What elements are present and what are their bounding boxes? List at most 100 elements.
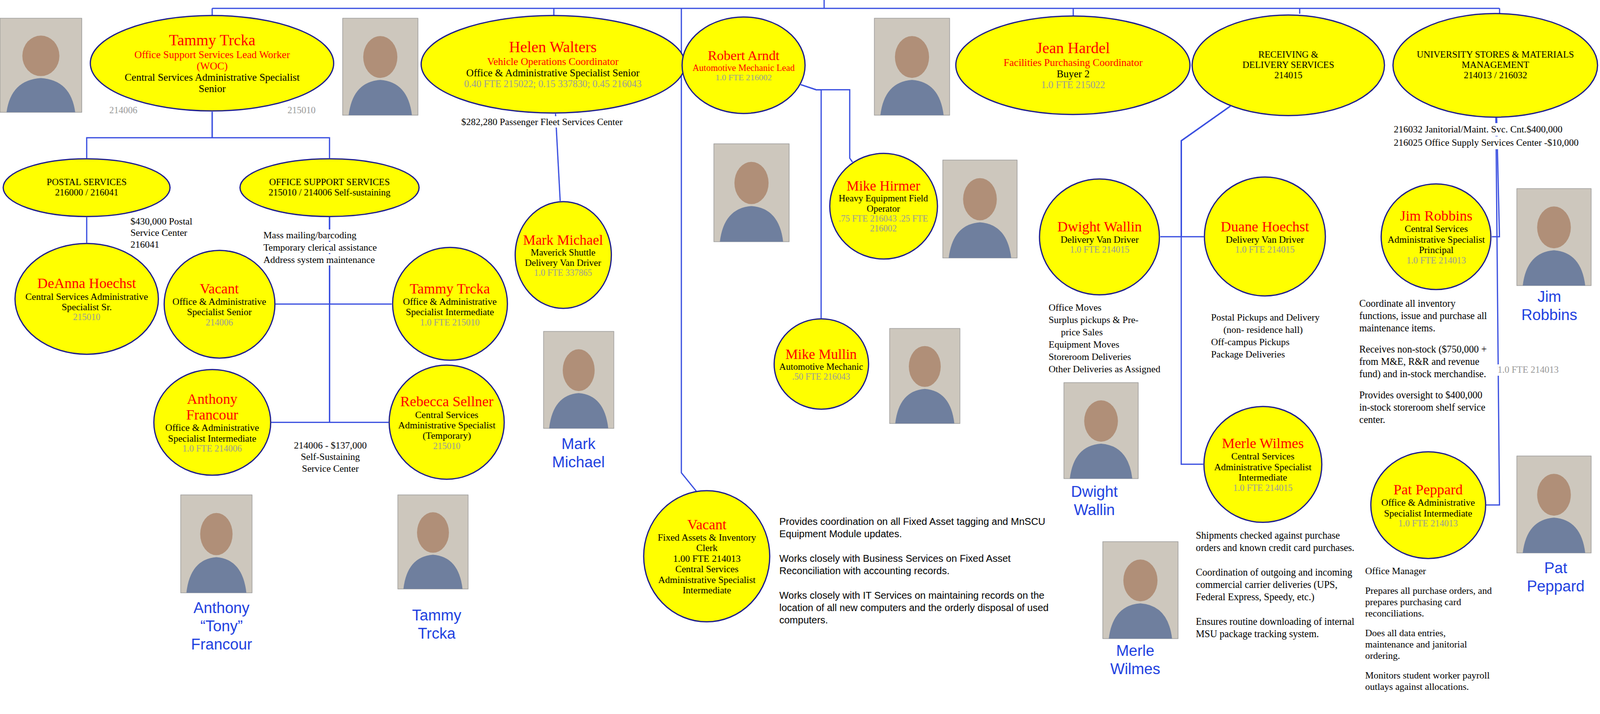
fte-code: 215010 [72, 311, 101, 322]
staff-ellipse: UNIVERSITY STORES & MATERIALS MANAGEMENT… [1392, 12, 1599, 118]
node-text: Mike MullinAutomotive Mechanic.50 FTE 21… [779, 346, 864, 383]
role-text: Maverick Shuttle Delivery Van Driver [524, 247, 602, 268]
duty-item: Temporary clerical assistance [263, 241, 377, 254]
staff-ellipse: Tammy TrckaOffice Support Services Lead … [89, 14, 335, 112]
person-name: Pat Peppard [1393, 481, 1464, 498]
ellipse-shape [643, 490, 770, 622]
role-text: Fixed Assets & Inventory Clerk [657, 532, 757, 553]
staff-ellipse: Mike MullinAutomotive Mechanic.50 FTE 21… [773, 318, 870, 410]
connector-line [1181, 106, 1231, 465]
ellipse-shape [1370, 451, 1486, 559]
text-line: Central Services Administrative Speciali… [648, 563, 766, 596]
budget-note: $430,000 Postal Service Center 216041 [130, 215, 205, 251]
ellipse-shape [1039, 178, 1160, 295]
photo-caption: Merle Wilmes [1100, 641, 1170, 678]
role-text: Office & Administrative Specialist Inter… [403, 296, 497, 318]
fte-code: 1.0 FTE 214015 [1233, 482, 1293, 493]
person-name: Vacant [687, 516, 727, 533]
duty-paragraph: Provides oversight to $400,000 in-stock … [1359, 388, 1495, 426]
duty-paragraph: Ensures routine downloading of internal … [1195, 615, 1356, 640]
text-line: 214015 [1238, 70, 1340, 81]
text-line: .75 FTE 216043 .25 FTE 216002 [832, 214, 934, 234]
staff-ellipse: VacantFixed Assets & Inventory Clerk1.00… [642, 489, 771, 623]
role-text: Automotive Mechanic Lead [692, 63, 796, 73]
unit-heading: POSTAL SERVICES [46, 176, 128, 188]
person-name: Dwight Wallin [1057, 218, 1143, 235]
fte-code: 215010 [433, 440, 461, 451]
fte-code: 214006 [205, 317, 234, 328]
ellipse-shape [829, 153, 938, 259]
staff-ellipse: Helen WaltersVehicle Operations Coordina… [420, 14, 686, 114]
portrait-photo [397, 494, 469, 589]
text-line: 1.0 FTE 214015 [1057, 244, 1143, 255]
text-line: 1.0 FTE 215010 [396, 317, 504, 328]
photo-caption: Anthony “Tony” Francour [187, 598, 256, 654]
node-text: Mark MichaelMaverick Shuttle Delivery Va… [518, 232, 608, 279]
text-line: Central Services Administrative Speciali… [1384, 223, 1488, 256]
text-line: Central Services Administrative Speciali… [21, 291, 153, 313]
portrait-photo [713, 143, 790, 242]
node-text: Tammy TrckaOffice Support Services Lead … [120, 32, 304, 95]
staff-ellipse: OFFICE SUPPORT SERVICES215010 / 214006 S… [239, 158, 420, 218]
connector-line [86, 111, 213, 159]
unit-heading: 214015 [1274, 69, 1303, 81]
text-line: Vehicle Operations Coordinator [464, 56, 642, 68]
text-line: Fixed Assets & Inventory Clerk [648, 532, 766, 554]
ellipse-shape [163, 250, 275, 358]
node-text: DeAnna HoechstCentral Services Administr… [21, 275, 153, 322]
text-line: 1.0 FTE 214006 [163, 443, 261, 454]
text-line: Delivery Van Driver [1057, 234, 1143, 245]
duty-item: Surplus pickups & Pre-price Sales [1048, 313, 1148, 339]
role-text: Central Services Administrative Speciali… [1387, 223, 1486, 256]
budget-note: $282,280 Passenger Fleet Services Center [461, 116, 623, 128]
text-line: Central Services Administrative Speciali… [1208, 450, 1318, 483]
node-text: Dwight WallinDelivery Van Driver1.0 FTE … [1057, 218, 1143, 256]
person-name: Mark Michael [523, 232, 604, 248]
text-line: UNIVERSITY STORES & MATERIALS MANAGEMENT [1408, 49, 1584, 71]
portrait-photo [342, 18, 418, 116]
duty-item: Off-campus Pickups [1211, 335, 1341, 349]
text-line: 215010 / 214006 Self-sustaining [268, 187, 391, 198]
text-line: Central Services Administrative Speciali… [120, 71, 304, 95]
top-bus [212, 0, 1500, 494]
bus-line [823, 0, 826, 9]
budget-code: 214006 [109, 104, 138, 117]
budget-code: 1.0 FTE 214013 [1497, 364, 1559, 376]
fte-code: 1.0 FTE 214013 [1398, 517, 1458, 529]
node-text: OFFICE SUPPORT SERVICES215010 / 214006 S… [268, 177, 391, 198]
staff-ellipse: Dwight WallinDelivery Van Driver1.0 FTE … [1038, 178, 1161, 296]
text-line: Jean Hardel [1003, 39, 1143, 58]
ellipse-shape [90, 15, 334, 112]
text-line: 215010 [394, 441, 500, 451]
connector-line [800, 84, 853, 162]
duty-paragraph: Provides coordination on all Fixed Asset… [779, 515, 1060, 541]
fte-code: .50 FTE 216043 [792, 371, 851, 382]
duty-paragraph: Shipments checked against purchase order… [1195, 529, 1356, 554]
text-line: Pat Peppard [1374, 481, 1482, 498]
unit-heading: RECEIVING & DELIVERY SERVICES [1242, 49, 1335, 70]
text-column: Office MovesSurplus pickups & Pre-price … [1048, 301, 1167, 376]
node-text: VacantFixed Assets & Inventory Clerk1.00… [648, 516, 766, 596]
text-column: 216032 Janitorial/Maint. Svc. Cnt.$400,0… [1393, 123, 1579, 150]
role-text: Buyer 2 [1056, 67, 1090, 80]
ellipse-shape [682, 17, 806, 114]
text-line: Mike Hirmer [832, 178, 934, 194]
duty-item: Office Moves [1048, 301, 1167, 314]
duty-item: Package Deliveries [1211, 348, 1341, 361]
fte-code: 1.0 FTE 216002 [715, 72, 772, 83]
person-name: Jim Robbins [1400, 207, 1473, 224]
budget-note: 214006 - $137,000 Self-Sustaining Servic… [288, 439, 373, 475]
staff-ellipse: Tammy TrckaOffice & Administrative Speci… [391, 246, 509, 361]
fte-code: 1.0 FTE 214015 [1069, 244, 1130, 255]
fte-code: 1.0 FTE 337865 [534, 267, 593, 278]
person-name: Mike Mullin [785, 346, 857, 362]
staff-ellipse: Pat PeppardOffice & Administrative Speci… [1370, 450, 1487, 560]
portrait-photo [942, 160, 1018, 258]
staff-ellipse: Anthony FrancourOffice & Administrative … [153, 368, 272, 477]
unit-heading: UNIVERSITY STORES & MATERIALS MANAGEMENT [1416, 49, 1574, 70]
role-text: Heavy Equipment Field Operator [838, 192, 929, 214]
role-text: Office & Administrative Specialist Senio… [466, 66, 640, 79]
fte-code: 1.0 FTE 214013 [1406, 255, 1467, 266]
person-name: Jean Hardel [1036, 39, 1111, 57]
